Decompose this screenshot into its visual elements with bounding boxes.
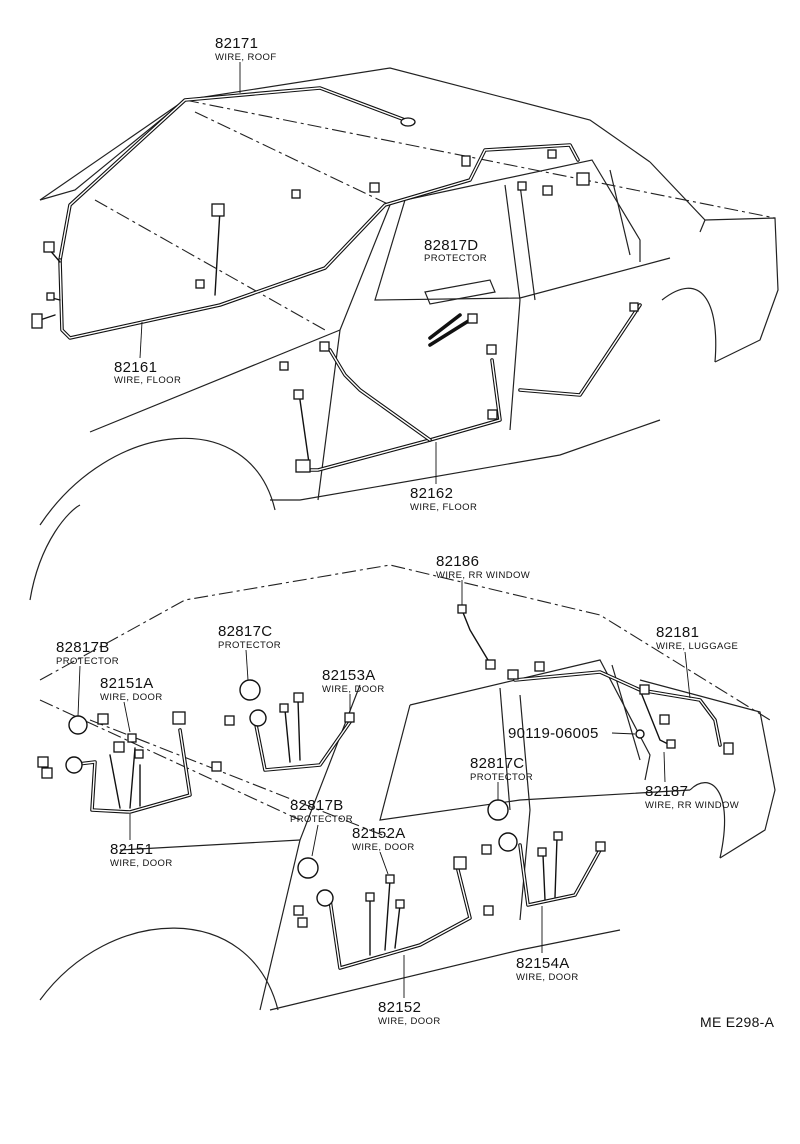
- part-number: 82162: [410, 485, 453, 502]
- part-name: WIRE, FLOOR: [410, 502, 477, 513]
- label-82186: 82186 WIRE, RR WINDOW: [436, 553, 530, 605]
- part-number: 82152: [378, 999, 421, 1016]
- part-number: 82817C: [470, 755, 524, 772]
- part-number: 82186: [436, 553, 479, 570]
- roof-wire-82171: [58, 86, 416, 262]
- label-82817C-rear: 82817C PROTECTOR: [470, 755, 533, 800]
- part-name: WIRE, DOOR: [516, 972, 579, 983]
- label-82817B-rear: 82817B PROTECTOR: [290, 797, 353, 857]
- label-90119-06005: 90119-06005: [508, 725, 636, 742]
- label-82817D: 82817D PROTECTOR: [424, 237, 487, 264]
- label-82161: 82161 WIRE, FLOOR: [114, 321, 181, 386]
- part-name: WIRE, LUGGAGE: [656, 641, 738, 652]
- door-wire-82151: [37, 711, 222, 814]
- label-82151A: 82151A WIRE, DOOR: [100, 675, 163, 733]
- label-82162: 82162 WIRE, FLOOR: [410, 442, 477, 513]
- part-number: 82817B: [56, 639, 110, 656]
- part-number: 82161: [114, 359, 157, 376]
- part-number: 82151: [110, 841, 153, 858]
- label-82152A: 82152A WIRE, DOOR: [352, 825, 415, 875]
- part-name: PROTECTOR: [56, 656, 119, 667]
- protector-82817D: [424, 279, 496, 305]
- part-name: PROTECTOR: [290, 814, 353, 825]
- part-name: WIRE, DOOR: [378, 1016, 441, 1027]
- label-82154A: 82154A WIRE, DOOR: [516, 906, 579, 983]
- part-name: PROTECTOR: [470, 772, 533, 783]
- part-number: 82154A: [516, 955, 570, 972]
- part-name: WIRE, DOOR: [100, 692, 163, 703]
- part-number: 82817B: [290, 797, 344, 814]
- part-name: PROTECTOR: [218, 640, 281, 651]
- label-82181: 82181 WIRE, LUGGAGE: [656, 624, 738, 699]
- part-name: WIRE, RR WINDOW: [645, 800, 739, 811]
- label-82171: 82171 WIRE, ROOF: [215, 35, 277, 93]
- floor-wire-82162: [279, 302, 642, 473]
- part-name: PROTECTOR: [424, 253, 487, 264]
- part-number: 82153A: [322, 667, 376, 684]
- door-wire-82153A: [224, 679, 355, 772]
- label-82152: 82152 WIRE, DOOR: [378, 955, 441, 1027]
- part-name: WIRE, DOOR: [352, 842, 415, 853]
- part-name: WIRE, DOOR: [322, 684, 385, 695]
- label-82187: 82187 WIRE, RR WINDOW: [645, 751, 739, 811]
- label-82151: 82151 WIRE, DOOR: [110, 814, 173, 869]
- label-82817C-front: 82817C PROTECTOR: [218, 623, 281, 681]
- door-wire-82154A: [481, 799, 606, 907]
- part-name: WIRE, ROOF: [215, 52, 277, 63]
- rear-wires-82186-82187-82181: [457, 604, 734, 755]
- part-name: WIRE, RR WINDOW: [436, 570, 530, 581]
- part-number: 82817C: [218, 623, 272, 640]
- part-number: 82171: [215, 35, 258, 52]
- upper-car-body: [29, 67, 779, 601]
- door-wire-82152: [293, 856, 494, 970]
- part-number: 82151A: [100, 675, 154, 692]
- part-number: 82817D: [424, 237, 478, 254]
- label-82817B-left: 82817B PROTECTOR: [56, 639, 119, 717]
- part-number: 90119-06005: [508, 725, 599, 742]
- part-number: 82152A: [352, 825, 406, 842]
- diagram-code: ME E298-A: [700, 1014, 775, 1030]
- part-name: WIRE, FLOOR: [114, 375, 181, 386]
- label-82153A: 82153A WIRE, DOOR: [322, 667, 385, 712]
- part-number: 82187: [645, 783, 688, 800]
- part-number: 82181: [656, 624, 699, 641]
- floor-wire-82161: [31, 143, 590, 340]
- part-name: WIRE, DOOR: [110, 858, 173, 869]
